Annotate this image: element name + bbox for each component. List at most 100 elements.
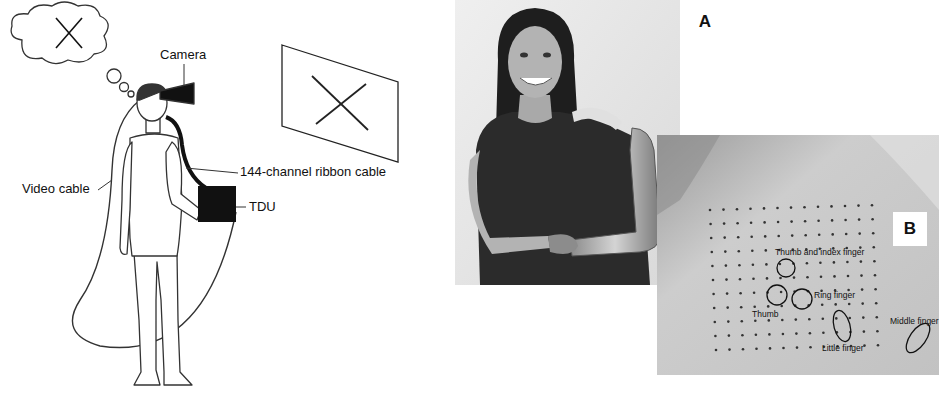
- thought-cloud-part: [128, 91, 134, 97]
- marker-dot: [809, 332, 812, 335]
- marker-dot: [741, 320, 744, 323]
- marker-dot: [739, 292, 742, 295]
- marker-dot: [712, 293, 715, 296]
- marker-dot: [871, 204, 874, 207]
- marker-dot: [849, 317, 852, 320]
- marker-dot: [847, 275, 850, 278]
- marker-dot: [857, 204, 860, 207]
- marker-dot: [736, 222, 739, 225]
- marker-dot: [753, 292, 756, 295]
- marker-dot: [796, 346, 799, 349]
- marker-dot: [768, 333, 771, 336]
- marker-dot: [738, 264, 741, 267]
- finger-label: Thumb and index finger: [775, 248, 864, 257]
- photo-prosthetic-part: [508, 26, 562, 98]
- leader-line-part: [98, 180, 112, 190]
- marker-dot: [861, 302, 864, 305]
- marker-dot: [763, 221, 766, 224]
- marker-dot: [821, 304, 824, 307]
- marker-dot: [817, 206, 820, 209]
- marker-dot: [862, 316, 865, 319]
- marker-dot: [863, 330, 866, 333]
- marker-dot: [726, 306, 729, 309]
- marker-dot: [776, 207, 779, 210]
- human-figure-part: [120, 142, 132, 254]
- marker-dot: [722, 208, 725, 211]
- display-screen-part: [282, 45, 398, 162]
- marker-dot: [858, 218, 861, 221]
- marker-dot: [831, 219, 834, 222]
- marker-dot: [808, 318, 811, 321]
- human-figure: [120, 83, 201, 385]
- marker-dot: [791, 234, 794, 237]
- finger-region: [767, 259, 934, 357]
- marker-dot: [750, 222, 753, 225]
- marker-dot: [822, 332, 825, 335]
- panel-letter: A: [699, 12, 711, 32]
- marker-dot: [738, 250, 741, 253]
- leader-line-part: [184, 64, 185, 86]
- part-label: 144-channel ribbon cable: [240, 165, 386, 179]
- marker-dot: [769, 347, 772, 350]
- marker-dot: [754, 320, 757, 323]
- marker-dot: [861, 288, 864, 291]
- marker-dot: [711, 251, 714, 254]
- thought-cloud-part: [56, 18, 82, 48]
- marker-dot: [779, 277, 782, 280]
- marker-dot: [714, 335, 717, 338]
- marker-dot: [831, 233, 834, 236]
- marker-dot: [875, 302, 878, 305]
- marker-dot: [737, 236, 740, 239]
- marker-dot: [752, 278, 755, 281]
- marker-dot: [710, 237, 713, 240]
- photo-prosthetic-part: [496, 8, 578, 130]
- marker-dot-grid: [709, 204, 880, 351]
- finger-label: Little finger: [822, 344, 864, 353]
- leader-line: [98, 64, 246, 207]
- marker-dot: [876, 316, 879, 319]
- display-screen: [282, 45, 398, 162]
- marker-dot: [820, 276, 823, 279]
- marker-dot: [819, 262, 822, 265]
- marker-dot: [749, 208, 752, 211]
- marker-dot: [768, 319, 771, 322]
- marker-dot: [806, 276, 809, 279]
- marker-dot: [844, 205, 847, 208]
- tdu-box: [198, 186, 236, 222]
- marker-dot: [709, 209, 712, 212]
- marker-dot: [763, 207, 766, 210]
- photo-prosthetic-part: [468, 150, 550, 254]
- photo-prosthetic-part: [548, 234, 578, 254]
- marker-dot: [795, 318, 798, 321]
- marker-dot: [752, 264, 755, 267]
- panel-label-box: A: [688, 5, 722, 39]
- marker-dot: [803, 206, 806, 209]
- thought-cloud-part: [56, 18, 82, 48]
- marker-dot: [766, 277, 769, 280]
- photo-prosthetic: [455, 0, 680, 285]
- marker-dot: [860, 260, 863, 263]
- marker-dot: [833, 275, 836, 278]
- marker-dot: [835, 317, 838, 320]
- photo-prosthetic-part: [476, 112, 650, 285]
- photo-prosthetic-part: [520, 53, 528, 58]
- marker-dot: [858, 232, 861, 235]
- marker-dot: [846, 261, 849, 264]
- leader-line-part: [186, 168, 238, 173]
- part-label: TDU: [249, 200, 276, 214]
- marker-dot: [804, 234, 807, 237]
- marker-dot: [845, 233, 848, 236]
- marker-dot: [822, 318, 825, 321]
- marker-dot: [755, 334, 758, 337]
- marker-dot: [713, 307, 716, 310]
- marker-dot: [782, 347, 785, 350]
- marker-dot: [809, 346, 812, 349]
- panel-label-box: B: [893, 212, 927, 246]
- marker-dot: [871, 218, 874, 221]
- leader-line-part: [236, 207, 246, 208]
- marker-dot: [736, 208, 739, 211]
- marker-dot: [848, 303, 851, 306]
- marker-dot: [806, 262, 809, 265]
